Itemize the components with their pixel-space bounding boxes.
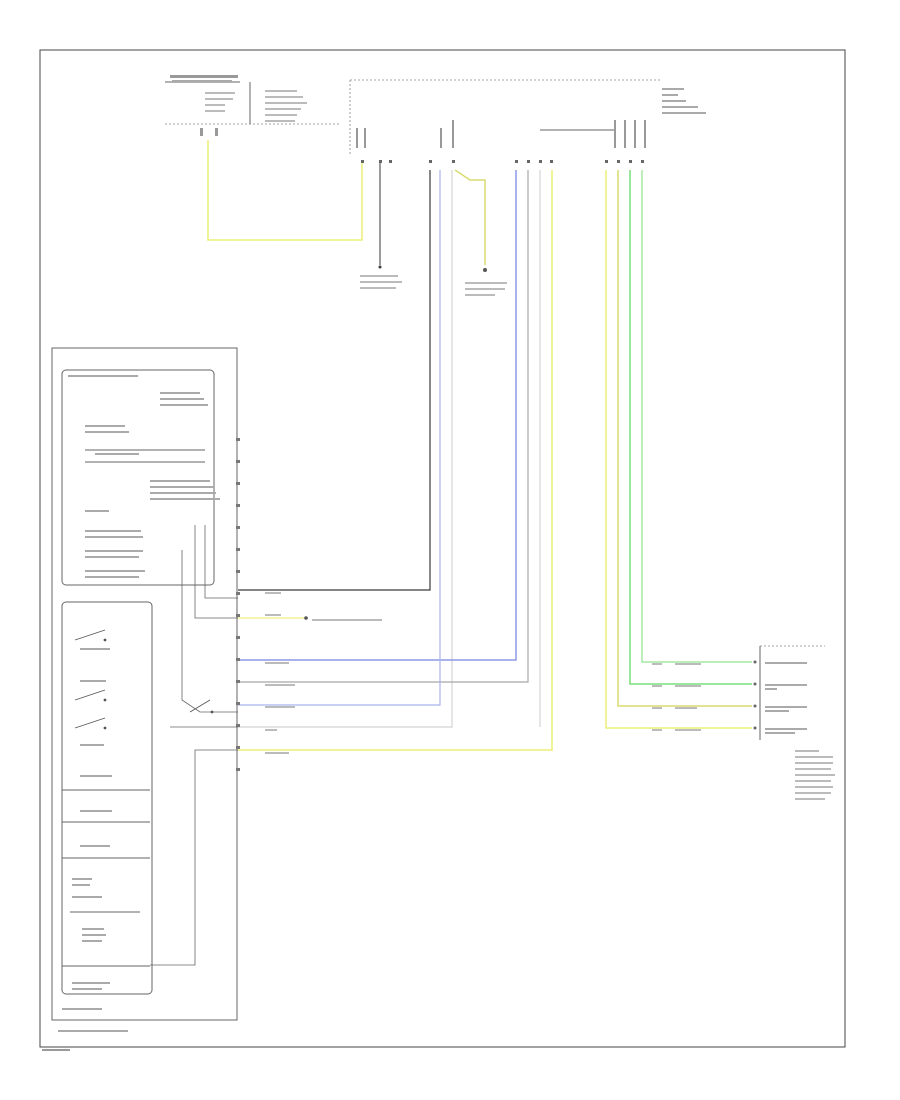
module-caption [58,1030,128,1032]
inner-switch-box-top [61,369,215,586]
page-caption [42,1049,70,1051]
top-harness-connector [349,79,660,155]
control-module-outer [51,347,238,1021]
right-component [753,645,835,800]
top-right-component [540,88,706,148]
diagram-frame [39,49,846,1048]
connector-pins-row [361,160,644,163]
top-wires [207,140,752,751]
control-module [51,347,240,1021]
wire-labels-left [238,592,382,754]
inner-switch-box-bottom [61,601,153,995]
switch-symbol [74,629,214,730]
module-pin-column [236,438,240,771]
wire-labels-right [652,663,701,731]
top-left-component [165,75,340,136]
